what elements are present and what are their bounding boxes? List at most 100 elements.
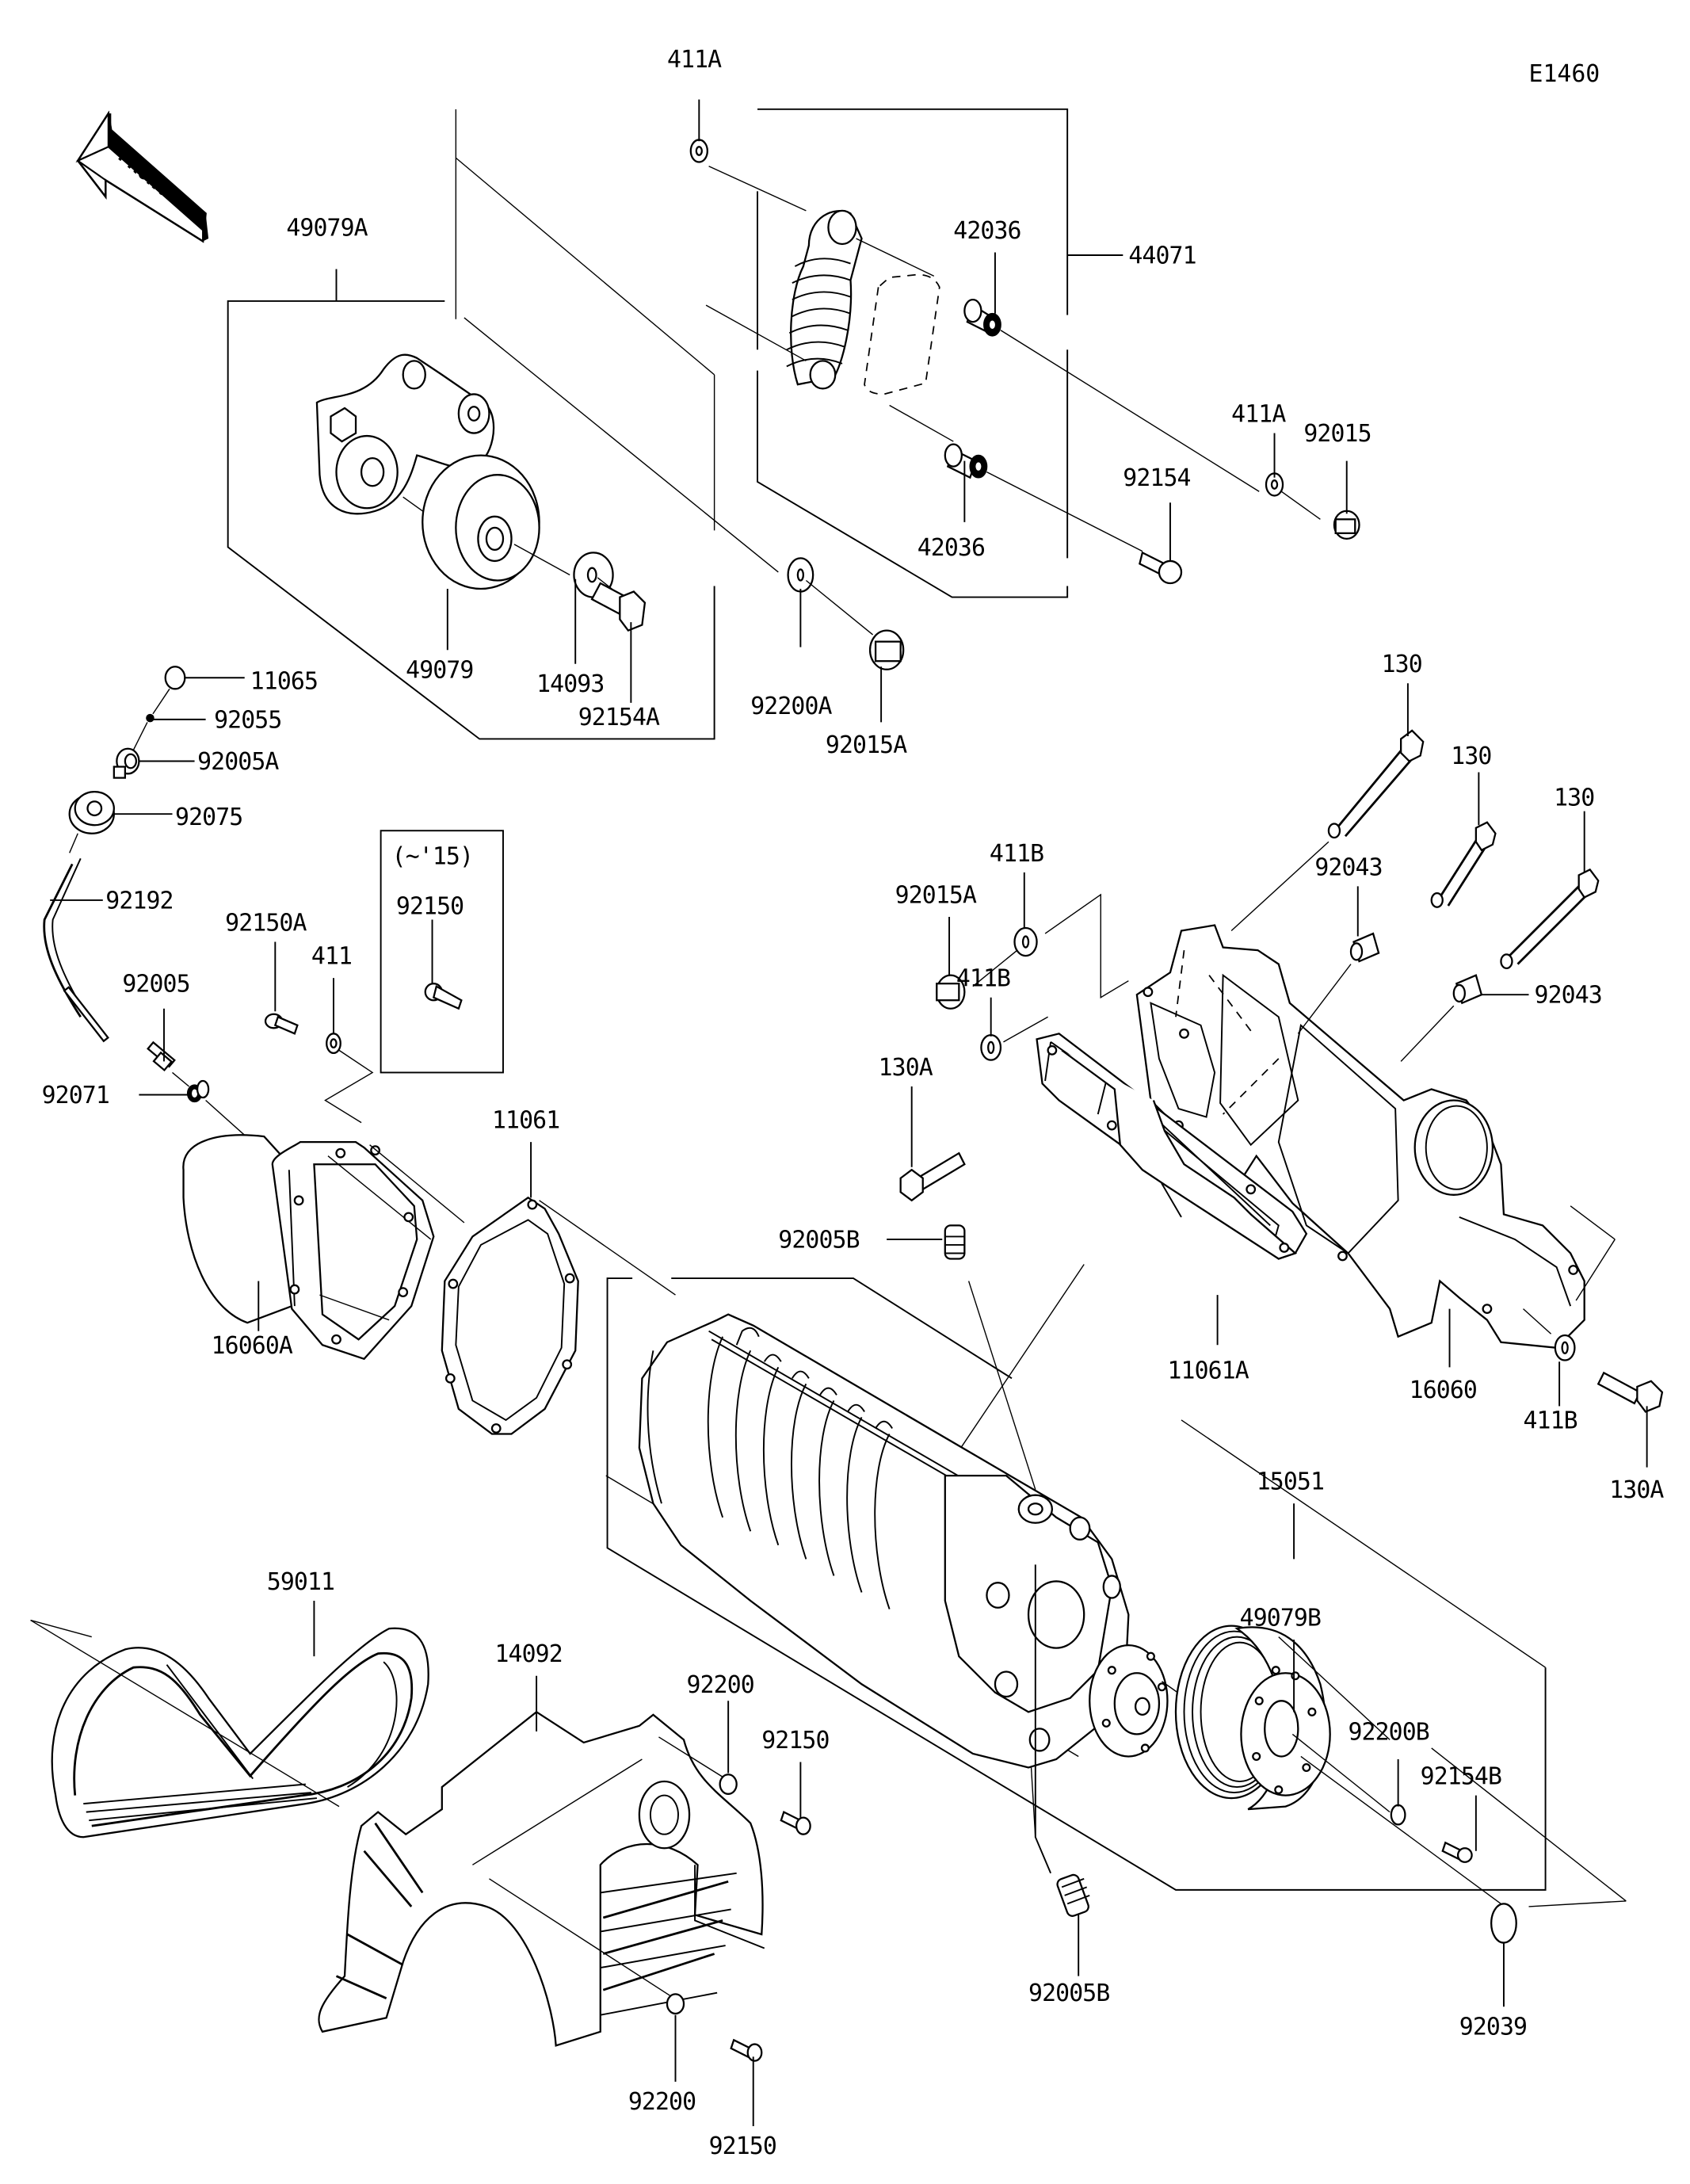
bolt-130-a — [1327, 729, 1425, 839]
clamp-92071 — [186, 1079, 210, 1103]
callout-92150[interactable]: 92150 — [396, 892, 464, 920]
callout-92150[interactable]: 92150 — [761, 1727, 830, 1754]
intake-manifold-16060 — [1135, 924, 1585, 1349]
bolt-130-c — [1500, 868, 1600, 970]
callout-92150[interactable]: 92150 — [709, 2132, 777, 2160]
callout-92005B[interactable]: 92005B — [778, 1226, 860, 1254]
callout-49079[interactable]: 49079 — [406, 656, 474, 684]
callout-92015[interactable]: 92015 — [1303, 420, 1371, 448]
bolt-130-b — [1430, 821, 1497, 908]
nut-92015A-mid — [936, 974, 966, 1010]
callout-130[interactable]: 130 — [1382, 651, 1423, 678]
callout-59011[interactable]: 59011 — [267, 1568, 335, 1596]
callout-92055[interactable]: 92055 — [214, 706, 282, 734]
bolt-92154A — [590, 582, 647, 632]
callout-92071[interactable]: 92071 — [42, 1082, 110, 1109]
bolt-92150A — [264, 1013, 299, 1035]
hose-92192 — [43, 863, 82, 1018]
callout-15051[interactable]: 15051 — [1257, 1468, 1325, 1496]
callout-92043[interactable]: 92043 — [1535, 982, 1603, 1010]
callout-411B[interactable]: 411B — [990, 840, 1044, 868]
callout-42036[interactable]: 42036 — [953, 217, 1021, 245]
idler-pulley — [422, 454, 540, 590]
callout-92005[interactable]: 92005 — [122, 971, 190, 998]
tensioner-group — [227, 109, 779, 740]
callout-92154A[interactable]: 92154A — [578, 704, 661, 731]
callout-130[interactable]: 130 — [1451, 743, 1492, 770]
callout-92154[interactable]: 92154 — [1123, 464, 1191, 492]
fitting-92005 — [147, 1040, 176, 1072]
callout-130A[interactable]: 130A — [879, 1054, 934, 1082]
callout-92015A[interactable]: 92015A — [826, 731, 908, 759]
nut-92015 — [1333, 510, 1360, 540]
callout-92200[interactable]: 92200 — [628, 2088, 696, 2116]
dowel-92043-right — [1452, 974, 1483, 1005]
plug-92039 — [1490, 1903, 1517, 1944]
front-arrow-icon: FRONT — [75, 110, 209, 243]
cap-11065 — [164, 666, 186, 690]
fitting-92005B-bottom — [1056, 1873, 1090, 1917]
callout-411B[interactable]: 411B — [956, 965, 1011, 993]
callout-411A[interactable]: 411A — [667, 46, 723, 74]
nut-92015A-top — [868, 629, 905, 670]
callout-92039[interactable]: 92039 — [1459, 2013, 1528, 2041]
gasket-11061A — [1036, 1033, 1348, 1262]
callout-92200[interactable]: 92200 — [687, 1671, 755, 1699]
grommet-92075 — [68, 790, 115, 834]
collar-42036-top — [963, 299, 1001, 337]
variant-box — [380, 830, 504, 1074]
bolt-130A-left — [899, 1151, 966, 1202]
belt-cover-14092 — [318, 1710, 765, 2047]
callout-11065[interactable]: 11065 — [250, 667, 319, 695]
callout-92200B[interactable]: 92200B — [1348, 1718, 1429, 1746]
callout-92075[interactable]: 92075 — [175, 804, 243, 831]
damper-spring — [786, 209, 863, 390]
callout-49079A[interactable]: 49079A — [286, 214, 368, 242]
callout-411B[interactable]: 411B — [1524, 1407, 1578, 1434]
fitting-92005A — [113, 747, 140, 779]
callout-labels: 411A 44071 42036 42036 411A 92015 92154 … — [42, 46, 1665, 2160]
callout-411A[interactable]: 411A — [1231, 401, 1287, 429]
callout-92005A[interactable]: 92005A — [197, 748, 280, 776]
manifold-body — [1135, 924, 1585, 1349]
callout-411[interactable]: 411 — [311, 943, 353, 971]
bolt-92154 — [1139, 551, 1183, 585]
callout-92043[interactable]: 92043 — [1314, 853, 1383, 881]
dowel-92043-top — [1349, 932, 1380, 963]
callout-44071[interactable]: 44071 — [1128, 242, 1196, 270]
washer-92200-top — [719, 1774, 738, 1795]
callout-49079B[interactable]: 49079B — [1240, 1605, 1322, 1632]
callout-11061A[interactable]: 11061A — [1167, 1357, 1249, 1384]
callout-11061[interactable]: 11061 — [492, 1107, 560, 1135]
bolt-130A-right — [1597, 1371, 1664, 1413]
reference-code: E1460 — [1529, 60, 1600, 88]
callout-16060[interactable]: 16060 — [1410, 1376, 1478, 1404]
callout-92015A[interactable]: 92015A — [895, 881, 978, 909]
callout-92192[interactable]: 92192 — [105, 887, 174, 914]
callout-130A[interactable]: 130A — [1609, 1476, 1665, 1504]
callout-130[interactable]: 130 — [1554, 785, 1595, 812]
callout-92154B[interactable]: 92154B — [1421, 1763, 1502, 1791]
callout-14092[interactable]: 14092 — [494, 1640, 563, 1668]
leader-lines — [50, 99, 1648, 2127]
washer-92200B — [1390, 1804, 1406, 1826]
damper-group — [705, 108, 1260, 598]
callout-42036[interactable]: 42036 — [917, 534, 986, 562]
bolt-92150-bottom — [730, 2038, 763, 2062]
callout-16060A[interactable]: 16060A — [212, 1332, 294, 1360]
variant-note: (~'15) — [392, 842, 473, 870]
callout-92200A[interactable]: 92200A — [750, 693, 833, 720]
callout-92150A[interactable]: 92150A — [225, 910, 307, 937]
hose-group — [43, 666, 259, 1148]
washer-92200-bottom — [666, 1993, 685, 2015]
collar-42036-bottom — [944, 443, 988, 479]
callout-14093[interactable]: 14093 — [536, 670, 605, 698]
bolt-92154B — [1441, 1841, 1473, 1863]
bolt-92150-boxed — [424, 983, 463, 1010]
supercharger-15051 — [605, 1277, 1547, 1891]
callout-92005B[interactable]: 92005B — [1028, 1980, 1110, 2007]
fitting-92005B-top — [944, 1224, 966, 1260]
gasket-11061 — [441, 1196, 579, 1435]
